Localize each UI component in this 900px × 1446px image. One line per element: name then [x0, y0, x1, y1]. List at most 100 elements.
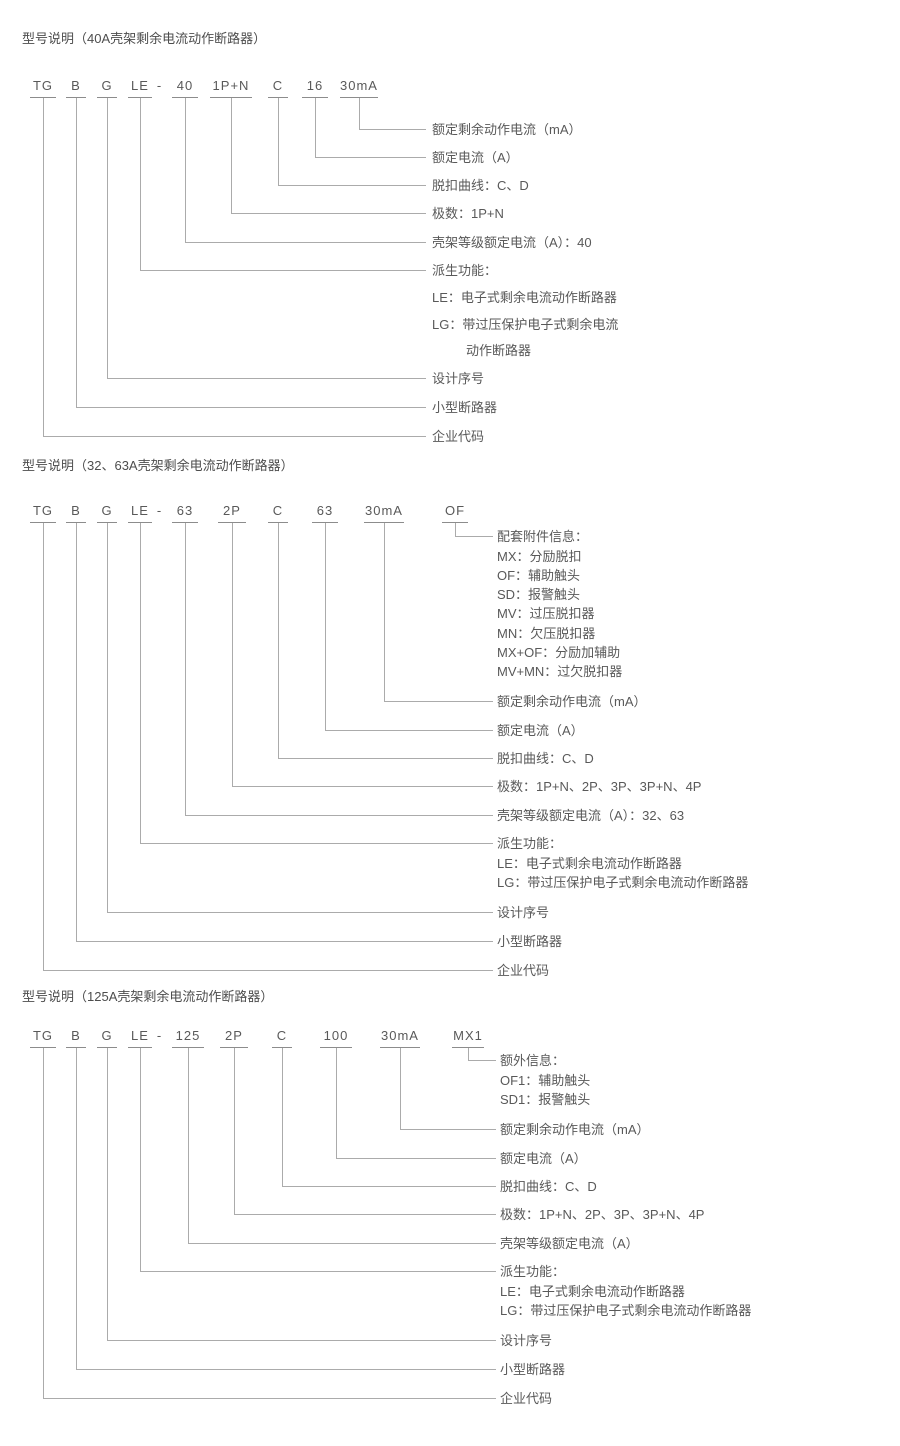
s1-label-trip-curve: 脱扣曲线：C、D	[432, 178, 529, 193]
s3-connector-rated-current	[336, 1048, 496, 1159]
s2-token-frame-current: 63	[172, 503, 198, 523]
s3-token-trip-curve: C	[272, 1028, 292, 1048]
s2-connector-enterprise-code	[43, 523, 493, 971]
s3-token-poles: 2P	[220, 1028, 248, 1048]
s2-label-derived-function: 派生功能：	[497, 836, 563, 851]
s1-connector-poles	[231, 98, 426, 214]
s2-label-enterprise-code: 企业代码	[497, 963, 550, 978]
s2-token-dash: -	[156, 503, 162, 518]
s2-label-mx: MX：分励脱扣	[497, 549, 582, 564]
s1-connector-trip-curve	[278, 98, 426, 186]
s3-label-frame-current: 壳架等级额定电流（A）	[500, 1236, 639, 1251]
s1-token-mcb: B	[66, 78, 86, 98]
s1-label-enterprise-code: 企业代码	[432, 429, 485, 444]
s1-connector-design-serial	[107, 98, 426, 379]
s2-label-trip-curve: 脱扣曲线：C、D	[497, 751, 594, 766]
s1-label-rated-current: 额定电流（A）	[432, 150, 519, 165]
s2-label-of: OF：辅助触头	[497, 568, 581, 583]
s2-connector-derived-function	[140, 523, 493, 844]
s3-label-residual-current: 额定剩余动作电流（mA）	[500, 1122, 650, 1137]
s2-connector-mcb	[76, 523, 493, 942]
s3-token-frame-current: 125	[172, 1028, 204, 1048]
s2-connector-trip-curve	[278, 523, 493, 759]
s1-connector-mcb	[76, 98, 426, 408]
s2-connector-residual-current	[384, 523, 493, 702]
s1-label-design-serial: 设计序号	[432, 371, 485, 386]
s3-connector-frame-current	[188, 1048, 496, 1244]
s3-token-derived-function: LE	[128, 1028, 152, 1048]
s3-token-mcb: B	[66, 1028, 86, 1048]
s1-label-frame-current: 壳架等级额定电流（A）：40	[432, 235, 592, 250]
s3-label-derived-function: 派生功能：	[500, 1264, 566, 1279]
s2-label-poles: 极数：1P+N、2P、3P、3P+N、4P	[497, 779, 702, 794]
s1-connector-derived-function	[140, 98, 426, 271]
s3-label-trip-curve: 脱扣曲线：C、D	[500, 1179, 597, 1194]
s2-label-accessory-info: 配套附件信息：	[497, 529, 589, 544]
s3-token-rated-current: 100	[320, 1028, 352, 1048]
s2-connector-accessory	[455, 523, 493, 537]
s1-connector-enterprise-code	[43, 98, 426, 437]
s1-token-trip-curve: C	[268, 78, 288, 98]
s2-connector-poles	[232, 523, 493, 787]
s3-label-of1: OF1：辅助触头	[500, 1073, 591, 1088]
s1-token-rated-current: 16	[302, 78, 328, 98]
s1-label-derived-le: LE：电子式剩余电流动作断路器	[432, 290, 617, 305]
s3-label-mcb: 小型断路器	[500, 1362, 566, 1377]
s1-token-dash: -	[156, 78, 162, 93]
s1-connector-frame-current	[185, 98, 426, 243]
s3-label-extra-info: 额外信息：	[500, 1053, 566, 1068]
s2-label-mv: MV：过压脱扣器	[497, 606, 595, 621]
s2-label-mn: MN：欠压脱扣器	[497, 626, 596, 641]
s2-connector-frame-current	[185, 523, 493, 816]
s2-label-mcb: 小型断路器	[497, 934, 563, 949]
section-2-title: 型号说明（32、63A壳架剩余电流动作断路器）	[22, 458, 294, 473]
s3-token-design-serial: G	[97, 1028, 117, 1048]
s1-label-residual-current: 额定剩余动作电流（mA）	[432, 122, 582, 137]
section-3-title: 型号说明（125A壳架剩余电流动作断路器）	[22, 989, 274, 1004]
section-1-title: 型号说明（40A壳架剩余电流动作断路器）	[22, 31, 267, 46]
s2-label-rated-current: 额定电流（A）	[497, 723, 584, 738]
s3-label-derived-lg: LG：带过压保护电子式剩余电流动作断路器	[500, 1303, 752, 1318]
s3-token-extra-info: MX1	[452, 1028, 484, 1048]
s1-token-derived-function: LE	[128, 78, 152, 98]
s1-token-frame-current: 40	[172, 78, 198, 98]
s2-token-enterprise-code: TG	[30, 503, 56, 523]
s1-token-design-serial: G	[97, 78, 117, 98]
s2-label-sd: SD：报警触头	[497, 587, 581, 602]
s2-token-trip-curve: C	[268, 503, 288, 523]
s3-token-dash: -	[156, 1028, 162, 1043]
s2-token-mcb: B	[66, 503, 86, 523]
s3-connector-design-serial	[107, 1048, 496, 1341]
s2-label-mv-mn: MV+MN：过欠脱扣器	[497, 664, 623, 679]
s2-token-residual-current: 30mA	[364, 503, 404, 523]
s2-label-residual-current: 额定剩余动作电流（mA）	[497, 694, 647, 709]
s1-label-mcb: 小型断路器	[432, 400, 498, 415]
s3-connector-residual-current	[400, 1048, 496, 1130]
s3-label-design-serial: 设计序号	[500, 1333, 553, 1348]
s3-connector-derived-function	[140, 1048, 496, 1272]
s2-label-derived-lg: LG：带过压保护电子式剩余电流动作断路器	[497, 875, 749, 890]
s1-token-poles: 1P+N	[210, 78, 252, 98]
s3-connector-enterprise-code	[43, 1048, 496, 1399]
s2-token-poles: 2P	[218, 503, 246, 523]
s2-token-design-serial: G	[97, 503, 117, 523]
s2-token-rated-current: 63	[312, 503, 338, 523]
s2-label-design-serial: 设计序号	[497, 905, 550, 920]
s3-label-poles: 极数：1P+N、2P、3P、3P+N、4P	[500, 1207, 705, 1222]
s3-label-enterprise-code: 企业代码	[500, 1391, 553, 1406]
s2-label-mx-of: MX+OF：分励加辅助	[497, 645, 621, 660]
s3-connector-extra-info	[468, 1048, 496, 1061]
s1-label-derived-lg-cont: 动作断路器	[466, 343, 532, 358]
s2-label-frame-current: 壳架等级额定电流（A）：32、63	[497, 808, 685, 823]
s1-label-derived-lg: LG：带过压保护电子式剩余电流	[432, 317, 619, 332]
s3-connector-mcb	[76, 1048, 496, 1370]
s1-token-residual-current: 30mA	[340, 78, 378, 98]
s3-label-sd1: SD1：报警触头	[500, 1092, 591, 1107]
s3-token-residual-current: 30mA	[380, 1028, 420, 1048]
s2-token-derived-function: LE	[128, 503, 152, 523]
s1-connector-residual-current	[359, 98, 426, 130]
s3-connector-poles	[234, 1048, 496, 1215]
s1-connector-rated-current	[315, 98, 426, 158]
s1-label-poles: 极数：1P+N	[432, 206, 504, 221]
